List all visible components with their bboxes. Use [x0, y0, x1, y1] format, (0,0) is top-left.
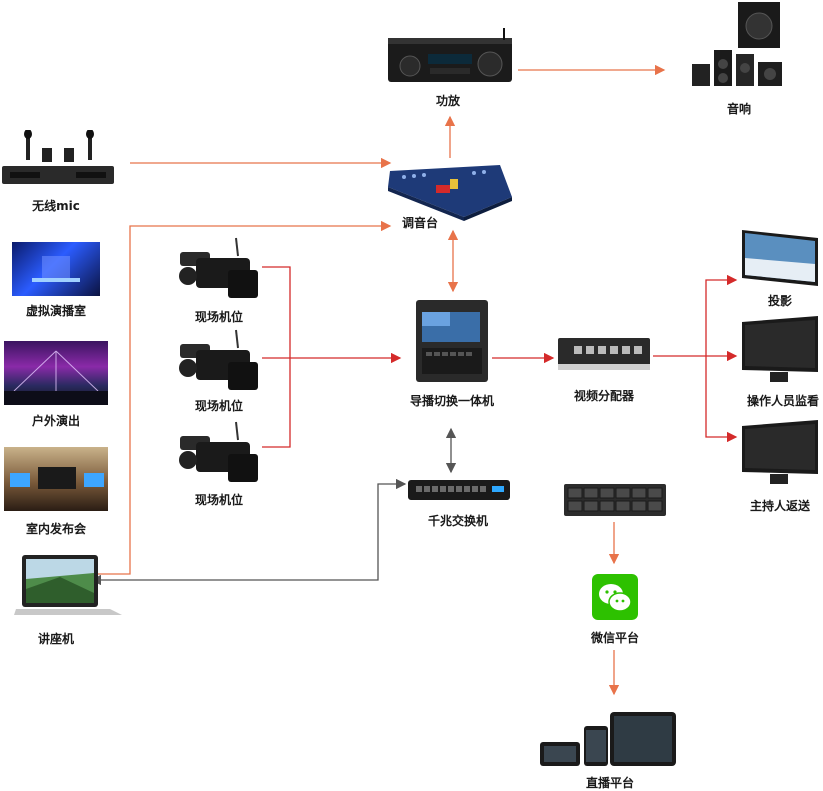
outdoor-show-label: 户外演出	[31, 414, 81, 428]
link-network-lecture	[90, 478, 407, 586]
projector-label: 投影	[767, 294, 793, 308]
switcher-device	[414, 298, 490, 388]
camera-1-device	[178, 236, 262, 306]
virtual-studio-label: 虚拟演播室	[25, 304, 87, 318]
camera-icon	[179, 421, 258, 482]
wechat-label: 微信平台	[590, 631, 640, 645]
gigabit-switch-device	[406, 476, 512, 508]
lecture-pc-device	[14, 553, 124, 623]
operator-monitor-label: 操作人员监看	[746, 394, 820, 408]
camera-icon	[179, 329, 258, 390]
speaker-icon	[692, 2, 782, 86]
projector-screen	[740, 228, 820, 294]
camera-2-device	[178, 328, 262, 398]
splitter-icon	[558, 338, 650, 370]
monitor-icon	[742, 420, 818, 484]
mixer-icon	[388, 165, 512, 221]
camera-2-label: 现场机位	[194, 399, 244, 413]
amplifier-device	[384, 28, 516, 90]
switcher-icon	[416, 300, 488, 382]
speakers-label: 音响	[726, 102, 752, 116]
switcher-label: 导播切换一体机	[409, 394, 495, 408]
wechat-device	[592, 574, 638, 624]
mixer-device	[384, 157, 514, 225]
monitor-icon	[742, 316, 818, 382]
amplifier-icon	[388, 28, 512, 82]
link-splitter-host	[705, 356, 738, 443]
amplifier-label: 功放	[435, 94, 461, 108]
indoor-launch-label: 室内发布会	[25, 522, 87, 536]
operator-monitor-device	[740, 316, 820, 390]
host-return-device	[740, 420, 820, 492]
devices-icon	[540, 712, 676, 766]
live-platform-label: 直播平台	[585, 776, 635, 790]
link-splitter-projector	[705, 274, 738, 356]
link-cameras-bus	[262, 266, 291, 448]
video-splitter-device	[556, 334, 652, 376]
camera-3-label: 现场机位	[194, 493, 244, 507]
camera-icon	[179, 237, 258, 298]
server-device	[562, 482, 668, 522]
wechat-icon	[592, 574, 638, 620]
outdoor-show-image	[4, 341, 108, 405]
camera-1-label: 现场机位	[194, 310, 244, 324]
indoor-launch-image	[4, 447, 108, 511]
server-icon	[564, 484, 666, 516]
speakers-device	[690, 2, 786, 96]
mixer-label: 调音台	[401, 216, 439, 230]
wireless-mic-icon	[2, 129, 114, 184]
virtual-studio-image	[12, 242, 100, 296]
wireless-mic-device	[0, 129, 116, 192]
wireless-mic-label: 无线mic	[32, 199, 80, 213]
gigabit-switch-label: 千兆交换机	[427, 514, 489, 528]
network-switch-icon	[408, 480, 510, 500]
laptop-icon	[14, 555, 122, 615]
lecture-pc-label: 讲座机	[37, 632, 75, 646]
host-return-label: 主持人返送	[749, 499, 811, 513]
camera-3-device	[178, 420, 262, 490]
video-splitter-label: 视频分配器	[573, 389, 635, 403]
live-platform-device	[538, 710, 680, 772]
projector-icon	[742, 230, 818, 286]
